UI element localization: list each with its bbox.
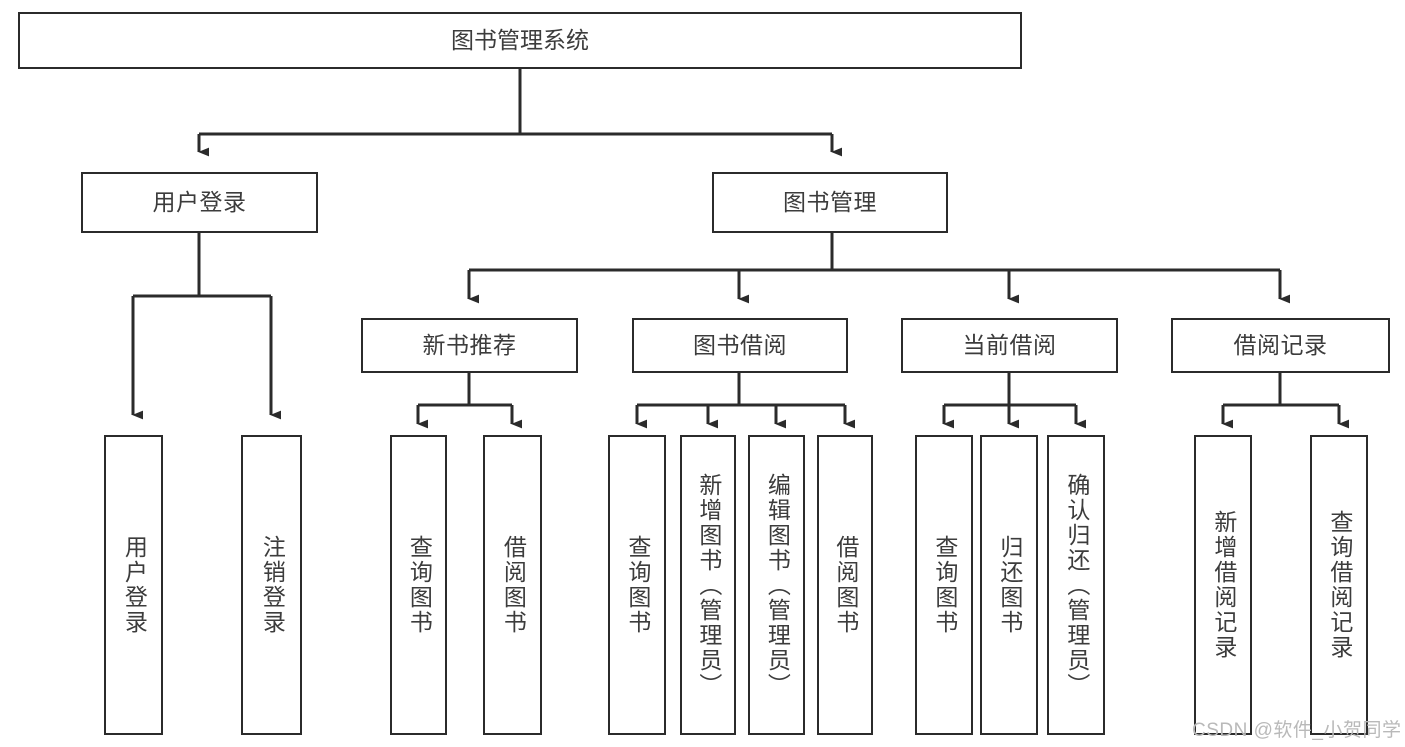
leaf-book-borrow-edit[interactable]: 编辑图书（管理员） xyxy=(748,435,805,735)
node-label: 图书管理系统 xyxy=(451,26,589,53)
leaf-book-borrow-query[interactable]: 查询图书 xyxy=(608,435,666,735)
node-label: 查询图书 xyxy=(406,535,433,635)
leaf-current-borrow-confirm[interactable]: 确认归还（管理员） xyxy=(1047,435,1105,735)
node-label: 查询借阅记录 xyxy=(1326,510,1353,660)
node-borrow-record[interactable]: 借阅记录 xyxy=(1171,318,1390,373)
leaf-user-login-logout[interactable]: 注销登录 xyxy=(241,435,302,735)
node-root-system[interactable]: 图书管理系统 xyxy=(18,12,1022,69)
leaf-new-book-borrow[interactable]: 借阅图书 xyxy=(483,435,542,735)
node-label: 新增图书（管理员） xyxy=(695,472,722,698)
leaf-new-book-query[interactable]: 查询图书 xyxy=(390,435,447,735)
leaf-current-borrow-return[interactable]: 归还图书 xyxy=(980,435,1038,735)
node-label: 用户登录 xyxy=(121,535,148,635)
leaf-borrow-record-add[interactable]: 新增借阅记录 xyxy=(1194,435,1252,735)
node-label: 当前借阅 xyxy=(962,331,1057,358)
node-label: 借阅记录 xyxy=(1233,331,1328,358)
node-label: 查询图书 xyxy=(931,535,958,635)
node-current-borrow[interactable]: 当前借阅 xyxy=(901,318,1118,373)
node-label: 新增借阅记录 xyxy=(1210,510,1237,660)
node-book-management[interactable]: 图书管理 xyxy=(712,172,948,233)
node-label: 新书推荐 xyxy=(422,331,517,358)
node-label: 图书借阅 xyxy=(693,331,787,358)
node-new-book-recommend[interactable]: 新书推荐 xyxy=(361,318,578,373)
node-label: 归还图书 xyxy=(996,535,1023,635)
node-label: 查询图书 xyxy=(624,535,651,635)
leaf-user-login-login[interactable]: 用户登录 xyxy=(104,435,163,735)
node-book-borrow[interactable]: 图书借阅 xyxy=(632,318,848,373)
leaf-current-borrow-query[interactable]: 查询图书 xyxy=(915,435,973,735)
node-label: 确认归还（管理员） xyxy=(1063,472,1090,698)
node-label: 借阅图书 xyxy=(500,535,527,635)
leaf-borrow-record-query[interactable]: 查询借阅记录 xyxy=(1310,435,1368,735)
node-label: 用户登录 xyxy=(152,188,247,215)
node-label: 借阅图书 xyxy=(832,535,859,635)
node-user-login[interactable]: 用户登录 xyxy=(81,172,318,233)
node-label: 注销登录 xyxy=(259,535,286,635)
node-label: 编辑图书（管理员） xyxy=(764,472,791,698)
leaf-book-borrow-add[interactable]: 新增图书（管理员） xyxy=(680,435,736,735)
leaf-book-borrow-borrow[interactable]: 借阅图书 xyxy=(817,435,873,735)
node-label: 图书管理 xyxy=(783,188,877,215)
